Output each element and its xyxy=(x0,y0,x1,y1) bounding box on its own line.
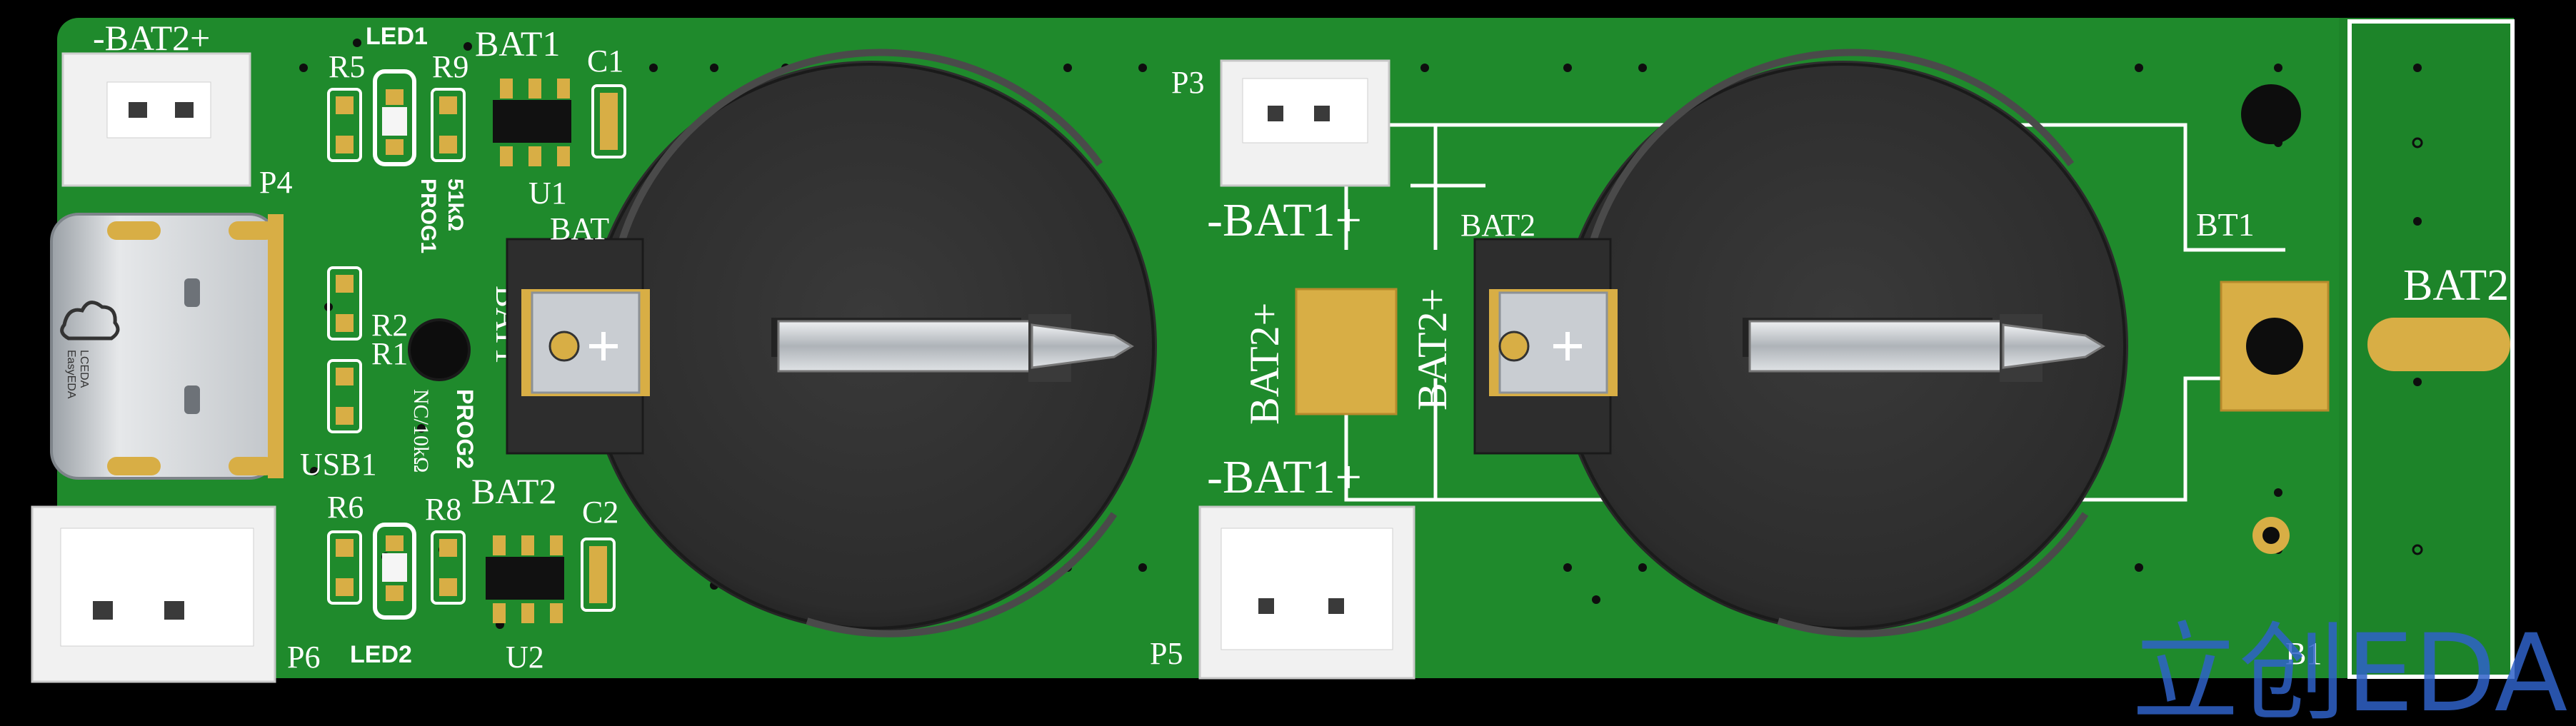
p6-ref-label: P6 xyxy=(287,640,320,675)
u1-label: U1 xyxy=(528,176,567,211)
p3-ref-label: P3 xyxy=(1171,65,1204,100)
prog2-label: PROG2 xyxy=(452,389,478,469)
right-tab: BAT2 B1 xyxy=(2285,261,2510,671)
charger-bottom: R6 LED2 R8 BAT2 U2 C2 xyxy=(327,471,618,675)
cloud-logo-icon xyxy=(60,301,120,341)
charger-top: R5 LED1 R9 BAT1 U1 C1 PROG1 51kΩ xyxy=(327,23,626,253)
r9-label: R9 xyxy=(432,49,468,84)
bt1-label: BT1 xyxy=(2196,206,2255,243)
right-tab-label: BAT2 xyxy=(2403,261,2509,310)
bat2-bottom-label: BAT2 xyxy=(471,471,556,511)
coin-holder-1: BAT xyxy=(506,49,1157,637)
led1-label: LED1 xyxy=(366,23,428,50)
c1-label: C1 xyxy=(587,44,623,79)
r2-label: R2 xyxy=(371,308,408,343)
connector-p3: P3 -BAT1+ xyxy=(1171,59,1390,246)
p4-polarity-label: -BAT2+ xyxy=(93,18,210,58)
prog1-value: 51kΩ xyxy=(443,178,467,231)
bt1-pad: BT1 xyxy=(2196,84,2330,554)
usb-c-connector: LCEDA EasyEDA USB1 xyxy=(50,213,377,482)
p5-ref-label: P5 xyxy=(1150,636,1183,671)
center-battery-pad: BAT2+ BAT2+ xyxy=(1241,288,1455,425)
r1-label: R1 xyxy=(371,336,408,371)
c2-label: C2 xyxy=(582,495,618,530)
usb-logo-text-2: EasyEDA xyxy=(65,350,77,399)
prog2-value: NC/10kΩ xyxy=(409,389,433,473)
usb-logo-text-1: LCEDA xyxy=(78,350,90,388)
watermark-text: 立创EDA xyxy=(2132,612,2567,726)
connector-p6: P6 xyxy=(31,505,320,683)
r5-label: R5 xyxy=(329,49,365,84)
connector-p4: -BAT2+ P4 xyxy=(61,18,292,200)
p5-polarity-label: -BAT1+ xyxy=(1207,451,1362,503)
u2-label: U2 xyxy=(506,640,544,675)
charger-mid: R2 R1 PROG2 NC/10kΩ BAT1 xyxy=(327,266,526,473)
bat1-top-label: BAT1 xyxy=(475,24,560,64)
center-left-polarity: BAT2+ xyxy=(1241,303,1288,425)
usb-ref-label: USB1 xyxy=(300,447,377,482)
p3-polarity-label: -BAT1+ xyxy=(1207,194,1362,246)
holder2-ref-label: BAT2 xyxy=(1460,208,1535,243)
r8-label: R8 xyxy=(425,492,461,527)
prog1-label: PROG1 xyxy=(416,178,440,253)
bat1-partial-label: BAT xyxy=(550,211,609,246)
coin-holder-2: BAT2 xyxy=(1460,49,2128,637)
led2-label: LED2 xyxy=(350,641,412,668)
b1-label: B1 xyxy=(2285,636,2322,671)
p4-ref-label: P4 xyxy=(259,165,292,200)
connector-p5: -BAT1+ P5 xyxy=(1150,451,1415,680)
r6-label: R6 xyxy=(327,490,364,525)
center-right-polarity: BAT2+ xyxy=(1409,288,1455,410)
